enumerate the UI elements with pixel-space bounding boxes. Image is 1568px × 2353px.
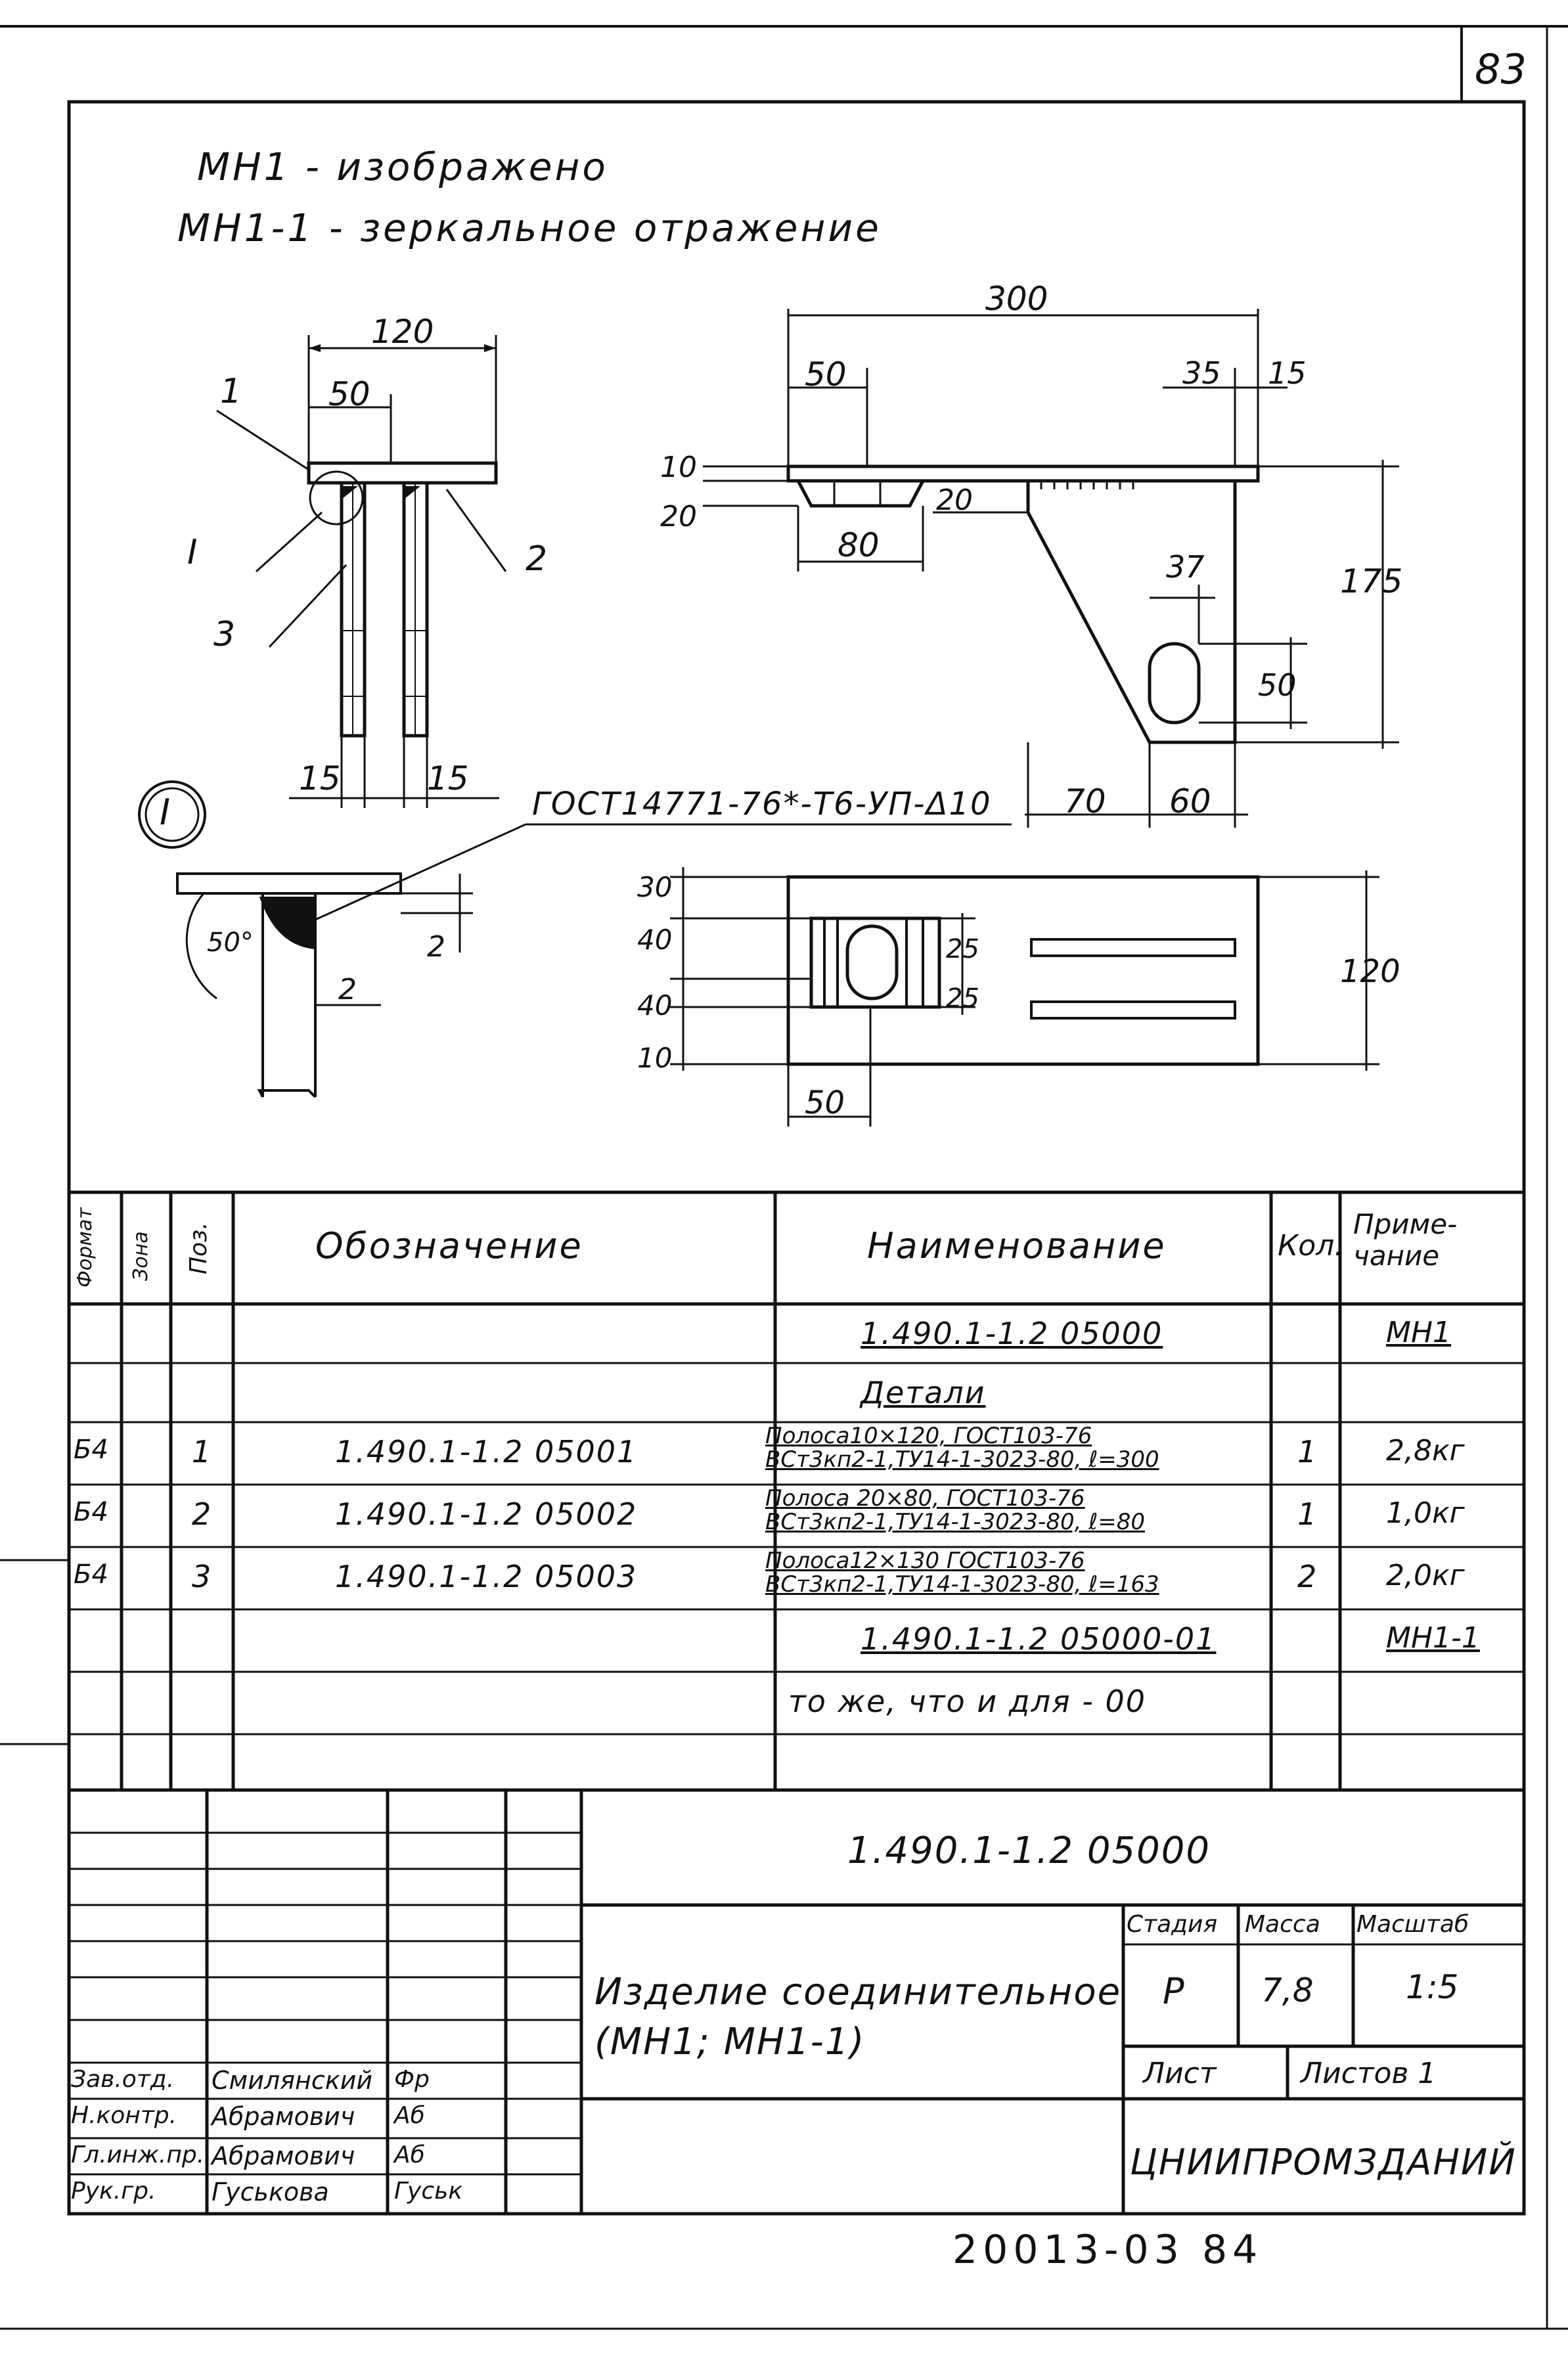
dim-120: 120	[371, 313, 434, 351]
row-format: Б4	[74, 1497, 108, 1527]
dim-60: 60	[1169, 782, 1211, 820]
row-note: 1,0кг	[1386, 1496, 1465, 1530]
dim-50-slot: 50	[1258, 667, 1297, 703]
plan-dim-40a: 40	[637, 924, 673, 956]
row-note: 2,0кг	[1386, 1559, 1465, 1592]
detail-dim-2b: 2	[427, 930, 445, 964]
role-signature: Аб	[394, 2102, 425, 2129]
role-name: Абрамович	[212, 2141, 355, 2170]
scale-label: Масштаб	[1356, 1911, 1469, 1938]
mass-label: Масса	[1245, 1911, 1320, 1938]
dim-20-gusset: 20	[936, 483, 973, 517]
callout-1: 1	[220, 372, 242, 411]
callout-I: I	[187, 533, 198, 572]
header-qty: Кол.	[1278, 1229, 1344, 1263]
role-name: Гуськова	[212, 2178, 329, 2207]
callout-2: 2	[526, 539, 548, 579]
row-name: 1.490.1-1.2 05000-01	[861, 1621, 1217, 1657]
header-designation: Обозначение	[315, 1225, 583, 1266]
plan-dim-50: 50	[805, 1085, 845, 1121]
weld-note: ГОСТ14771-76*-Т6-УП-Δ10	[532, 786, 992, 822]
sheets-label: Листов 1	[1301, 2057, 1437, 2090]
dim-15-right: 15	[427, 759, 469, 797]
page-number: 83	[1475, 45, 1527, 93]
role-signature: Гуськ	[394, 2178, 463, 2205]
role-name: Абрамович	[212, 2102, 355, 2131]
mass-value: 7,8	[1261, 1971, 1314, 2009]
row-name: Детали	[861, 1375, 986, 1410]
stage-label: Стадия	[1127, 1911, 1218, 1938]
row-format: Б4	[74, 1559, 108, 1590]
dim-37: 37	[1166, 549, 1205, 585]
dim-15-left: 15	[299, 759, 341, 797]
row-qty: 2	[1297, 1559, 1317, 1594]
row-name: то же, что и для - 00	[788, 1684, 1147, 1719]
role-label: Зав.отд.	[71, 2066, 175, 2093]
row-pos: 2	[192, 1496, 212, 1532]
row-name: Полоса10×120, ГОСТ103-76 ВСт3кп2-1,ТУ14-…	[765, 1423, 1159, 1473]
dim-35: 35	[1182, 355, 1221, 391]
header-zone: Зона	[129, 1231, 152, 1281]
dim-50-side: 50	[805, 355, 847, 393]
header-note: Приме- чание	[1353, 1208, 1458, 1272]
note-line-2: МН1-1 - зеркальное отражение	[177, 206, 882, 250]
dim-15-side: 15	[1268, 355, 1307, 391]
doc-code: 1.490.1-1.2 05000	[847, 1829, 1211, 1872]
detail-I-label: I	[160, 792, 170, 833]
organization: ЦНИИПРОМЗДАНИЙ	[1130, 2141, 1517, 2183]
row-name: 1.490.1-1.2 05000	[861, 1316, 1163, 1351]
plan-dim-10: 10	[637, 1042, 673, 1074]
dim-50: 50	[328, 375, 370, 413]
plan-dim-120: 120	[1340, 953, 1400, 990]
row-note: 2,8кг	[1386, 1434, 1465, 1468]
role-signature: Фр	[394, 2066, 430, 2093]
row-note: МН1-1	[1386, 1621, 1480, 1655]
detail-angle: 50°	[207, 928, 254, 958]
callout-3: 3	[213, 615, 236, 654]
dim-70: 70	[1064, 782, 1106, 820]
role-label: Рук.гр.	[71, 2178, 156, 2205]
row-note: МН1	[1386, 1316, 1452, 1349]
scale-value: 1:5	[1406, 1968, 1459, 2006]
row-designation: 1.490.1-1.2 05002	[335, 1496, 638, 1532]
role-label: Гл.инж.пр.	[71, 2141, 205, 2168]
row-designation: 1.490.1-1.2 05003	[335, 1559, 638, 1594]
row-qty: 1	[1297, 1496, 1317, 1532]
header-name: Наименование	[867, 1225, 1167, 1266]
role-signature: Аб	[394, 2141, 425, 2168]
row-pos: 1	[192, 1434, 212, 1469]
row-pos: 3	[192, 1559, 212, 1594]
header-pos: Поз.	[185, 1222, 212, 1274]
row-format: Б4	[74, 1435, 108, 1465]
row-name: Полоса 20×80, ГОСТ103-76 ВСт3кп2-1,ТУ14-…	[765, 1485, 1145, 1535]
plan-dim-25a: 25	[946, 934, 979, 964]
plan-dim-40b: 40	[637, 989, 673, 1021]
detail-dim-2a: 2	[338, 973, 357, 1006]
dim-20: 20	[660, 500, 697, 533]
footer-code: 20013-03 84	[952, 2227, 1263, 2273]
doc-title: Изделие соединительное (МН1; МН1-1)	[594, 1971, 1122, 2063]
row-name: Полоса12×130 ГОСТ103-76 ВСт3кп2-1,ТУ14-1…	[765, 1548, 1159, 1598]
role-name: Смилянский	[212, 2066, 373, 2095]
plan-dim-25b: 25	[946, 983, 979, 1014]
role-label: Н.контр.	[71, 2102, 177, 2129]
plan-dim-30: 30	[637, 871, 673, 903]
row-designation: 1.490.1-1.2 05001	[335, 1434, 638, 1469]
row-qty: 1	[1297, 1434, 1317, 1469]
header-format: Формат	[74, 1207, 97, 1288]
dim-175: 175	[1340, 562, 1403, 600]
stage-value: Р	[1163, 1971, 1184, 2012]
note-line-1: МН1 - изображено	[197, 145, 608, 189]
dim-300: 300	[985, 280, 1048, 318]
dim-80: 80	[838, 526, 880, 564]
sheet-label: Лист	[1143, 2057, 1217, 2090]
dim-10: 10	[660, 451, 697, 484]
